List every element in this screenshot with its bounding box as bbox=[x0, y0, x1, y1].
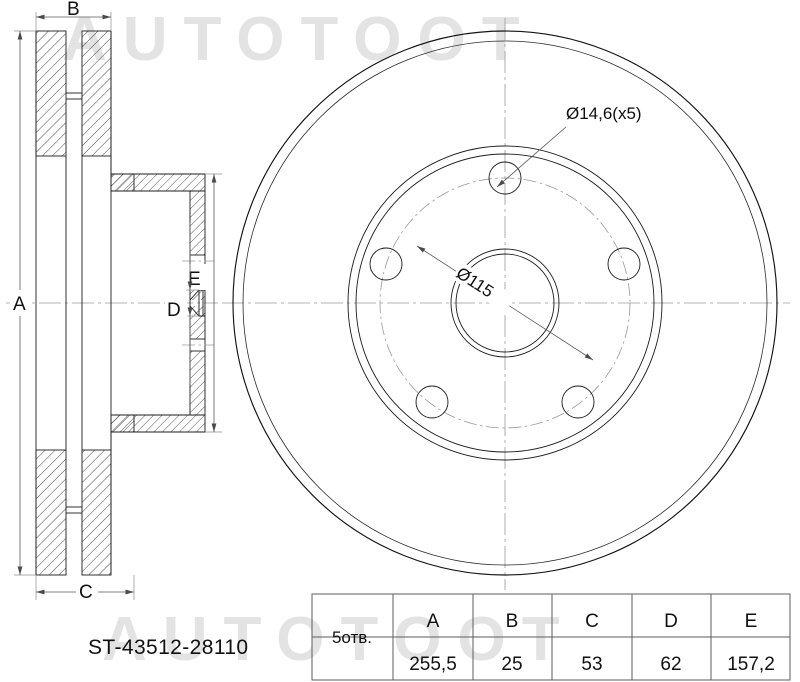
hat-flange-inner-circle bbox=[355, 153, 655, 453]
bolt-hole-top bbox=[488, 161, 522, 195]
hat-flange-outer-circle bbox=[347, 145, 663, 461]
section-hat-flange-upper bbox=[111, 174, 205, 191]
bolt-hole-right-upper bbox=[607, 247, 641, 281]
side-section-view bbox=[6, 30, 218, 576]
spec-table-value-e: 157,2 bbox=[727, 654, 775, 675]
spec-table-header-c: C bbox=[585, 611, 599, 632]
dim-b-label: B bbox=[67, 0, 80, 20]
section-outer-ring-upper bbox=[36, 31, 66, 156]
specification-table: 5отв. A B C D E 255,5 25 53 62 157,2 bbox=[311, 593, 791, 681]
spec-table-header-b: B bbox=[506, 611, 519, 632]
section-hub-neck-lower-b bbox=[190, 306, 205, 339]
dimension-a: A bbox=[10, 30, 36, 576]
spec-table-row-label: 5отв. bbox=[332, 628, 372, 647]
bolt-circle-annotation-group: Ø115 bbox=[451, 261, 516, 314]
watermark-top: AUTOTOOT bbox=[62, 5, 536, 74]
section-hat-flange-lower bbox=[111, 415, 205, 432]
section-inner-ring-upper bbox=[82, 31, 111, 156]
part-number-label: ST-43512-28110 bbox=[88, 636, 249, 659]
spec-table-value-c: 53 bbox=[581, 654, 602, 675]
disc-outer-circle bbox=[232, 30, 778, 576]
spec-table-header-d: D bbox=[664, 611, 678, 632]
section-hat-transition-lower-outline bbox=[110, 414, 135, 575]
watermark-layer: AUTOTOOT AUTOTOOT bbox=[62, 5, 576, 674]
dim-a-label: A bbox=[13, 294, 26, 315]
section-hub-neck-upper-a bbox=[190, 191, 205, 255]
spec-table-header-e: E bbox=[745, 611, 758, 632]
bolt-circle-centerline bbox=[379, 177, 631, 429]
dim-c-label: C bbox=[79, 582, 93, 603]
spec-table-value-a: 255,5 bbox=[409, 654, 457, 675]
spec-table-value-b: 25 bbox=[501, 654, 522, 675]
dimension-b: B bbox=[35, 0, 112, 31]
dimension-d: D bbox=[165, 222, 199, 384]
dim-d-label-mask bbox=[165, 296, 187, 322]
watermark-bottom: AUTOTOOT bbox=[102, 605, 576, 674]
section-hat-flange-upper-outline bbox=[111, 173, 206, 192]
bolt-hole-annotation-text: Ø14,6(x5) bbox=[566, 104, 642, 123]
dim-c-label-mask bbox=[76, 578, 98, 604]
front-circular-view: Ø14,6(x5) Ø115 bbox=[222, 18, 790, 590]
disc-friction-ring-inner-circle bbox=[242, 40, 768, 566]
annotation-bolt-hole: Ø14,6(x5) bbox=[496, 104, 642, 188]
dim-d-label: D bbox=[167, 300, 181, 321]
section-hub-neck-lower-a bbox=[190, 351, 205, 415]
bolt-hole-left-lower bbox=[415, 385, 449, 419]
bolt-hole-left-upper bbox=[369, 247, 403, 281]
spec-table-header-a: A bbox=[427, 611, 440, 632]
bolt-hole-leader-line bbox=[496, 126, 567, 188]
bolt-hole-right-lower bbox=[561, 385, 595, 419]
section-outer-ring-lower bbox=[36, 450, 66, 575]
dimension-c: C bbox=[35, 575, 135, 604]
spec-table-value-d: 62 bbox=[660, 654, 681, 675]
dim-a-label-mask bbox=[10, 290, 32, 316]
bolt-circle-text-mask bbox=[451, 261, 516, 314]
section-inner-ring-lower bbox=[82, 450, 111, 575]
section-hat-flange-lower-outline bbox=[111, 414, 206, 433]
